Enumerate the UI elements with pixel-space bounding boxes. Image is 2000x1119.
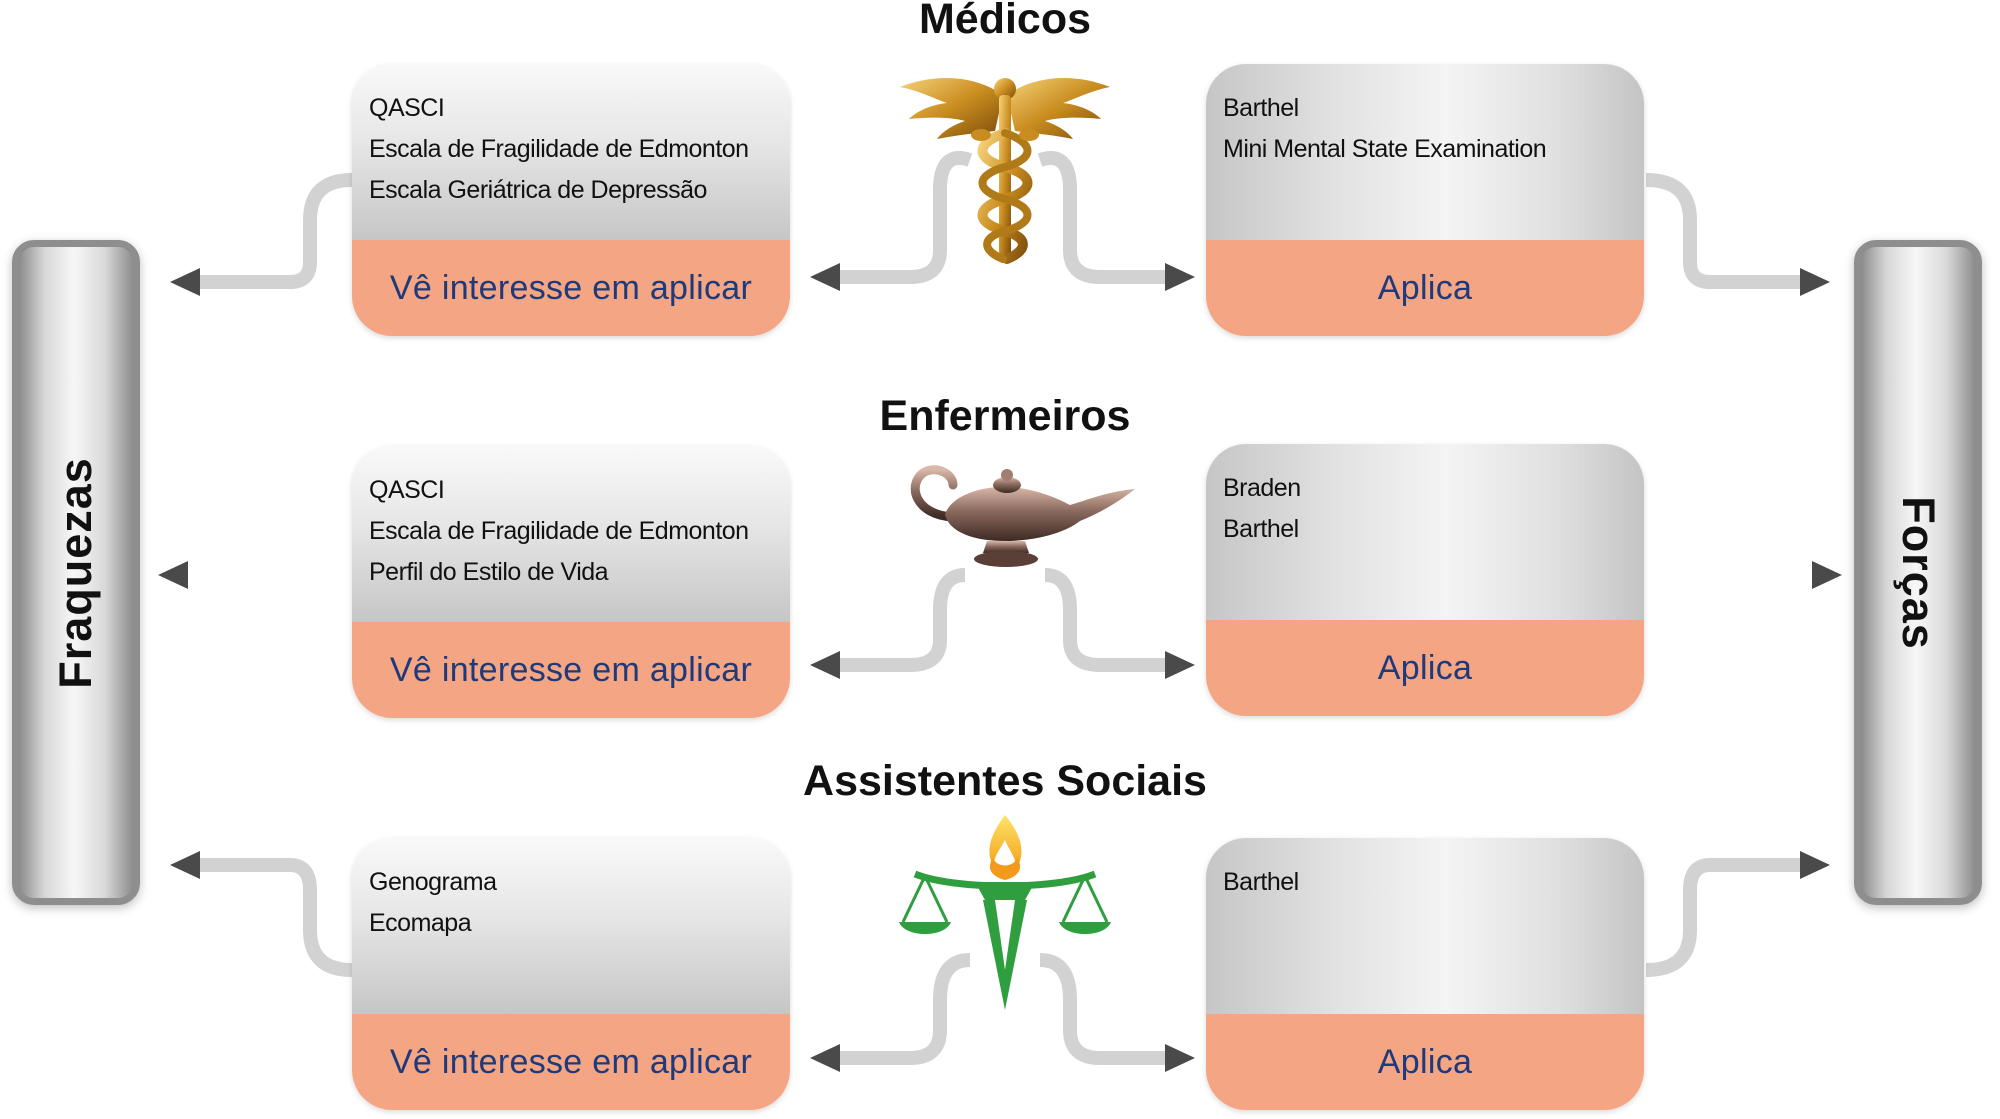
card-footer: Vê interesse em aplicar [352,240,790,336]
card-footer: Aplica [1206,620,1644,716]
tool-list: Barthel [1223,862,1634,903]
card-tools-area: QASCI Escala de Fragilidade de Edmonton … [352,446,790,622]
connector-medicos-icon-to-cards [810,151,1195,291]
tool-item: Genograma [369,868,497,896]
caduceus-icon [900,77,1110,264]
oil-lamp-icon [910,465,1135,567]
group-title-medicos: Médicos [918,0,1092,43]
connector-enfermeiros-right-to-forcas [1650,561,1842,589]
tool-item: Barthel [1223,94,1299,122]
enfermeiros-weakness-card: QASCI Escala de Fragilidade de Edmonton … [352,446,790,718]
connector-enfermeiros-icon-to-cards [810,568,1195,679]
tool-item: Mini Mental State Examination [1223,135,1547,163]
card-footer: Aplica [1206,240,1644,336]
medicos-strength-card: Barthel Mini Mental State Examination Ap… [1206,64,1644,336]
assistentes-strength-card: Barthel Aplica [1206,838,1644,1110]
enfermeiros-strength-card: Braden Barthel Aplica [1206,444,1644,716]
tool-list: QASCI Escala de Fragilidade de Edmonton … [369,88,780,211]
assistentes-weakness-card: Genograma Ecomapa Vê interesse em aplica… [352,838,790,1110]
tool-item: Escala Geriátrica de Depressão [369,176,707,204]
tool-list: Barthel Mini Mental State Examination [1223,88,1634,170]
connector-assistentes-left-to-fraquezas [170,851,353,977]
medicos-weakness-card: QASCI Escala de Fragilidade de Edmonton … [352,64,790,336]
group-title-assistentes-sociais: Assistentes Sociais [803,757,1207,805]
tool-item: Barthel [1223,515,1299,543]
tool-item: Braden [1223,474,1301,502]
tool-list: QASCI Escala de Fragilidade de Edmonton … [369,470,780,593]
tool-item: Barthel [1223,868,1299,896]
tool-item: Ecomapa [369,909,472,937]
forcas-label: Forças [1893,495,1944,650]
card-footer: Aplica [1206,1014,1644,1110]
tool-item: Escala de Fragilidade de Edmonton [369,517,749,545]
connector-assistentes-right-to-forcas [1645,851,1830,977]
fraquezas-label: Fraquezas [50,456,101,689]
card-tools-area: QASCI Escala de Fragilidade de Edmonton … [352,64,790,240]
tool-item: QASCI [369,476,445,504]
card-tools-area: Barthel Mini Mental State Examination [1206,64,1644,240]
fraquezas-column: Fraquezas [12,240,140,905]
card-tools-area: Barthel [1206,838,1644,1014]
card-footer: Vê interesse em aplicar [352,622,790,718]
connector-assistentes-icon-to-cards [810,953,1195,1072]
tool-list: Braden Barthel [1223,468,1634,550]
scales-torch-icon [899,815,1111,1010]
tool-item: Perfil do Estilo de Vida [369,558,609,586]
group-title-enfermeiros: Enfermeiros [879,392,1131,440]
tool-item: QASCI [369,94,445,122]
card-tools-area: Genograma Ecomapa [352,838,790,1014]
tool-item: Escala de Fragilidade de Edmonton [369,135,749,163]
connector-medicos-left-to-fraquezas [170,173,353,296]
connector-medicos-right-to-forcas [1645,173,1830,296]
card-footer: Vê interesse em aplicar [352,1014,790,1110]
connector-enfermeiros-left-to-fraquezas [158,561,352,589]
tool-list: Genograma Ecomapa [369,862,780,944]
forcas-column: Forças [1854,240,1982,905]
card-tools-area: Braden Barthel [1206,444,1644,620]
